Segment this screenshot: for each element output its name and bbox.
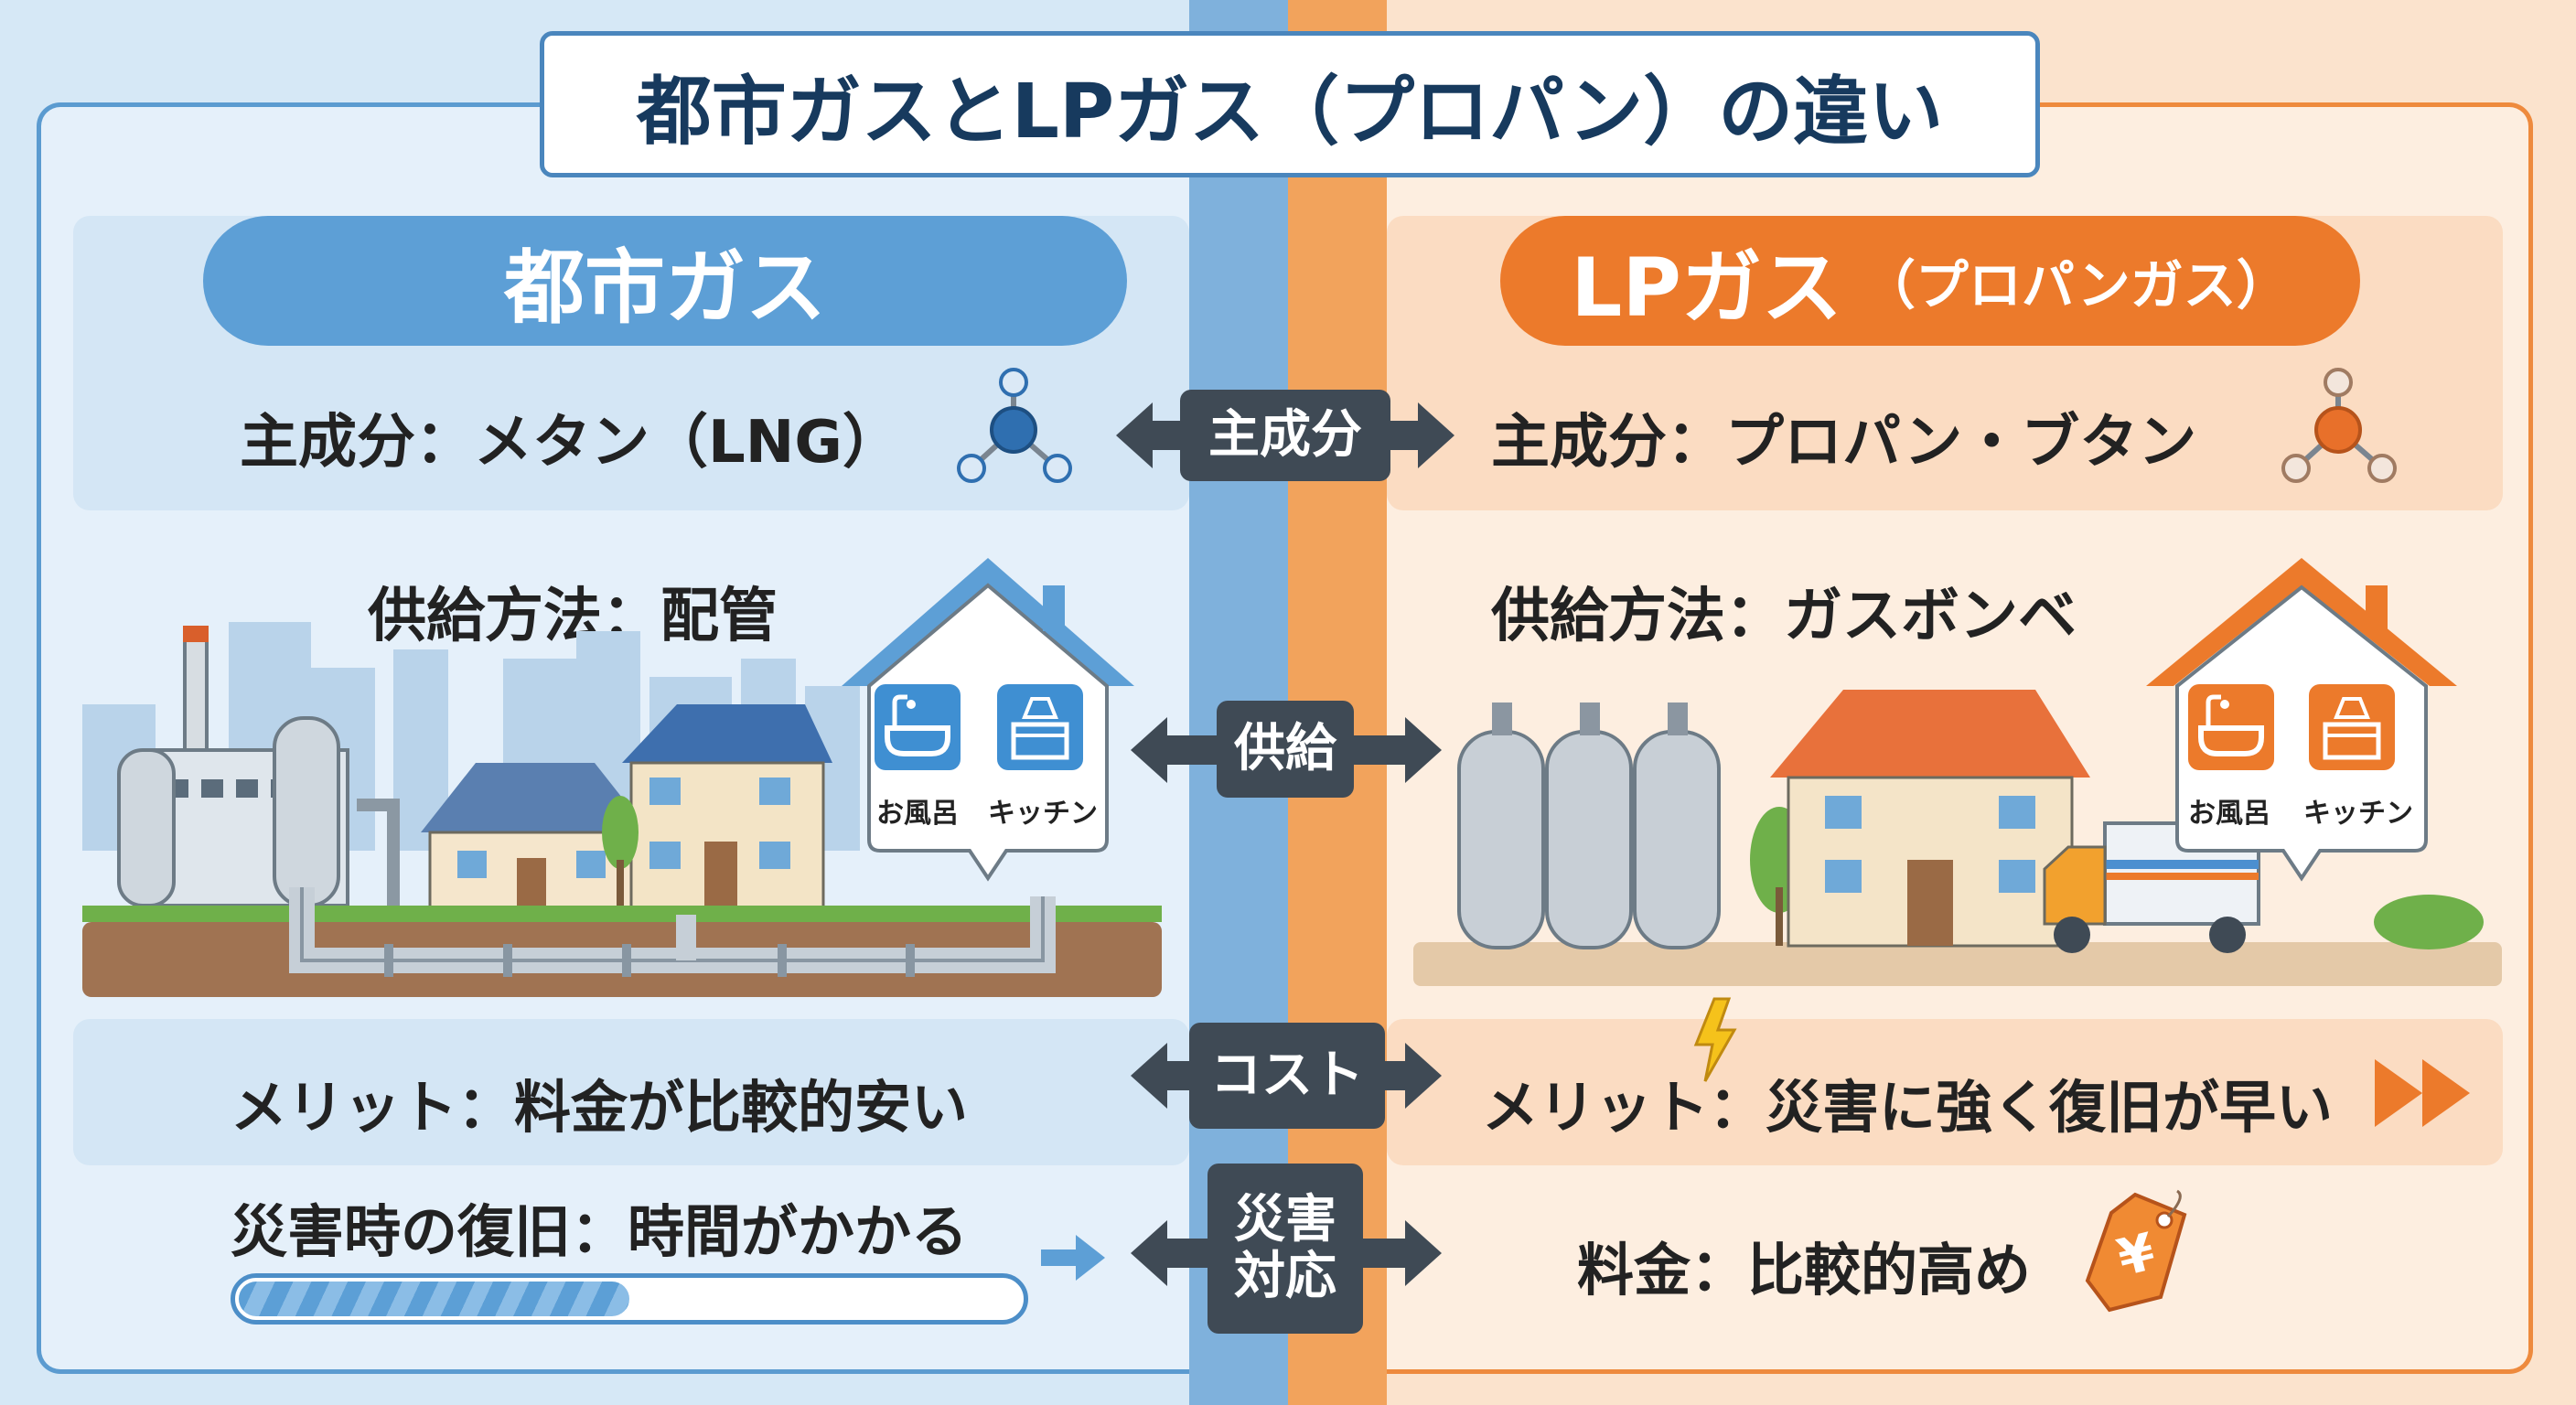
city-gas-merit: メリット：料金が比較的安い <box>231 1074 969 1141</box>
right-merit-band <box>1387 1019 2503 1165</box>
bath-icon <box>875 684 961 770</box>
city-gas-supply: 供給方法：配管 <box>368 583 778 650</box>
lp-gas-component: 主成分：プロパン・ブタン <box>1491 409 2197 477</box>
lp-gas-header: LPガス（プロパンガス） <box>1500 216 2360 346</box>
bath-label: お風呂 <box>2188 798 2270 830</box>
center-label-supply: 供給 <box>1217 701 1354 798</box>
kitchen-label: キッチン <box>2303 798 2413 830</box>
city-gas-header: 都市ガス <box>203 216 1127 346</box>
bath-label: お風呂 <box>876 798 959 830</box>
city-gas-house-callout <box>842 558 1134 882</box>
recovery-progress-fill <box>239 1282 629 1316</box>
center-label-disaster: 災害対応 <box>1208 1164 1363 1334</box>
left-merit-band <box>73 1019 1189 1165</box>
propane-molecule-icon <box>2281 368 2397 483</box>
bath-icon <box>2188 684 2274 770</box>
price-tag-icon <box>2085 1189 2187 1313</box>
kitchen-icon <box>2309 684 2395 770</box>
page-title: 都市ガスとLPガス（プロパン）の違い <box>540 31 2040 177</box>
lp-gas-price: 料金：比較的高め <box>1577 1237 2032 1303</box>
fast-forward-icon <box>2375 1059 2470 1127</box>
center-label-component: 主成分 <box>1180 390 1390 481</box>
lightning-icon <box>1693 997 1737 1082</box>
city-gas-pipeline-illustration <box>82 622 1162 997</box>
lp-gas-merit: メリット：災害に強く復旧が早い <box>1482 1074 2334 1141</box>
methane-molecule-icon <box>957 368 1072 483</box>
kitchen-icon <box>997 684 1083 770</box>
lp-gas-cylinder-illustration <box>1413 690 2502 986</box>
center-label-cost: コスト <box>1189 1023 1385 1129</box>
lp-gas-house-callout <box>2146 558 2457 882</box>
recovery-progress-bar <box>231 1273 1028 1325</box>
kitchen-label: キッチン <box>988 798 1098 830</box>
city-gas-component: 主成分：メタン（LNG） <box>240 409 901 477</box>
lp-gas-supply: 供給方法：ガスボンベ <box>1491 583 2077 650</box>
city-gas-disaster: 災害時の復旧：時間がかかる <box>231 1198 969 1265</box>
arrow-right-icon <box>1041 1235 1105 1281</box>
